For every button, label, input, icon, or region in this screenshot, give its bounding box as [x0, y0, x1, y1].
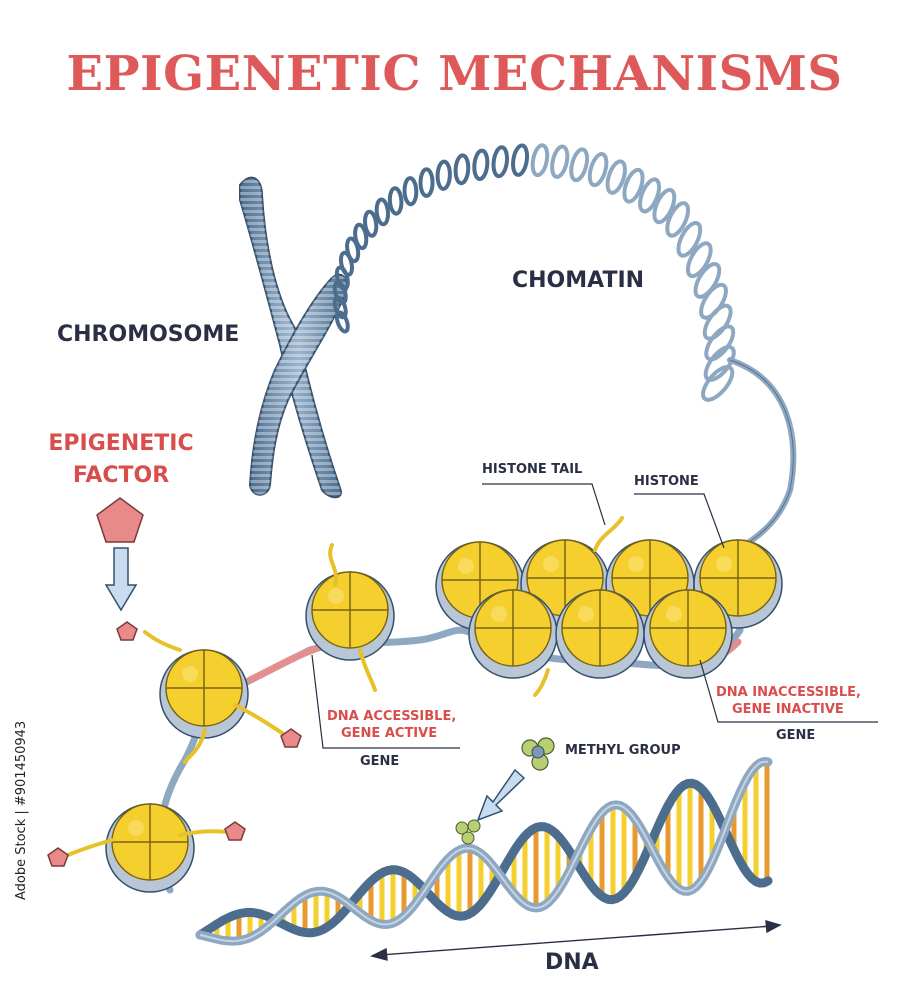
chromatin-fiber: [727, 357, 797, 548]
label-dna-inaccessible: DNA INACCESSIBLE, GENE INACTIVE: [716, 685, 861, 717]
nucleosome: [555, 589, 645, 679]
nucleosome: [693, 539, 783, 629]
label-dna: DNA: [545, 950, 599, 975]
coil-loop: [550, 144, 570, 179]
coil-loop: [511, 143, 530, 177]
nucleosome-group: [105, 539, 783, 893]
coil-loop: [685, 241, 713, 279]
coil-loop: [702, 303, 733, 341]
nucleosome: [105, 803, 195, 893]
leader-lines: [311, 483, 878, 749]
double-arrow-icon: [370, 920, 782, 961]
coil-loop: [587, 152, 609, 188]
label-gene-left: GENE: [360, 754, 400, 769]
label-epigenetic-factor: EPIGENETIC FACTOR: [48, 431, 194, 488]
coil-loop: [622, 167, 645, 204]
nucleosome: [159, 649, 249, 739]
coil-loop: [638, 177, 662, 214]
page-title: EPIGENETIC MECHANISMS: [66, 46, 843, 102]
coil-loop: [453, 153, 471, 186]
nucleosome: [468, 589, 558, 679]
coil-loop: [472, 148, 490, 181]
coil-loop: [338, 250, 354, 277]
arrow-down-icon: [104, 547, 138, 612]
label-chromosome: CHROMOSOME: [57, 322, 240, 347]
label-dna-accessible: DNA ACCESSIBLE, GENE ACTIVE: [327, 709, 457, 741]
coil-loop: [387, 186, 404, 216]
coil-loop: [345, 236, 361, 264]
coil-loop: [374, 197, 391, 227]
coil-loop: [693, 261, 722, 299]
label-histone: HISTONE: [634, 474, 699, 489]
epigenetic-factor-icons: [47, 497, 302, 867]
coil-loop: [435, 159, 452, 191]
methyl-on-dna-icon: [455, 819, 481, 845]
coil-loop: [569, 147, 590, 183]
coil-loop: [665, 201, 691, 238]
coil-loop: [363, 209, 379, 238]
chromosome-shape: [239, 176, 348, 499]
label-histone-tail: HISTONE TAIL: [482, 462, 583, 477]
chromatin-coil: [332, 143, 736, 402]
coil-loop: [652, 187, 677, 225]
label-methyl-group: METHYL GROUP: [565, 743, 681, 758]
histone-tails: [66, 516, 624, 857]
coil-loop: [334, 265, 350, 291]
coil-loop: [491, 145, 510, 179]
coil-loop: [418, 167, 435, 198]
coil-loop: [530, 143, 550, 178]
dna-double-helix: [195, 757, 773, 946]
label-chromatin: CHOMATIN: [512, 268, 645, 293]
methyl-cluster-icon: [521, 737, 555, 771]
nucleosome: [643, 589, 733, 679]
coil-loop: [701, 365, 735, 402]
coil-loop: [676, 221, 703, 258]
methyl-arrow-icon: [476, 768, 526, 822]
coil-loop: [353, 222, 369, 251]
coil-loop: [605, 159, 627, 195]
watermark: Adobe Stock | #901450943: [14, 720, 29, 900]
coil-loop: [402, 176, 419, 207]
nucleosome: [305, 571, 395, 661]
accessible-gene-segment: [246, 644, 322, 684]
label-gene-right: GENE: [776, 728, 816, 743]
